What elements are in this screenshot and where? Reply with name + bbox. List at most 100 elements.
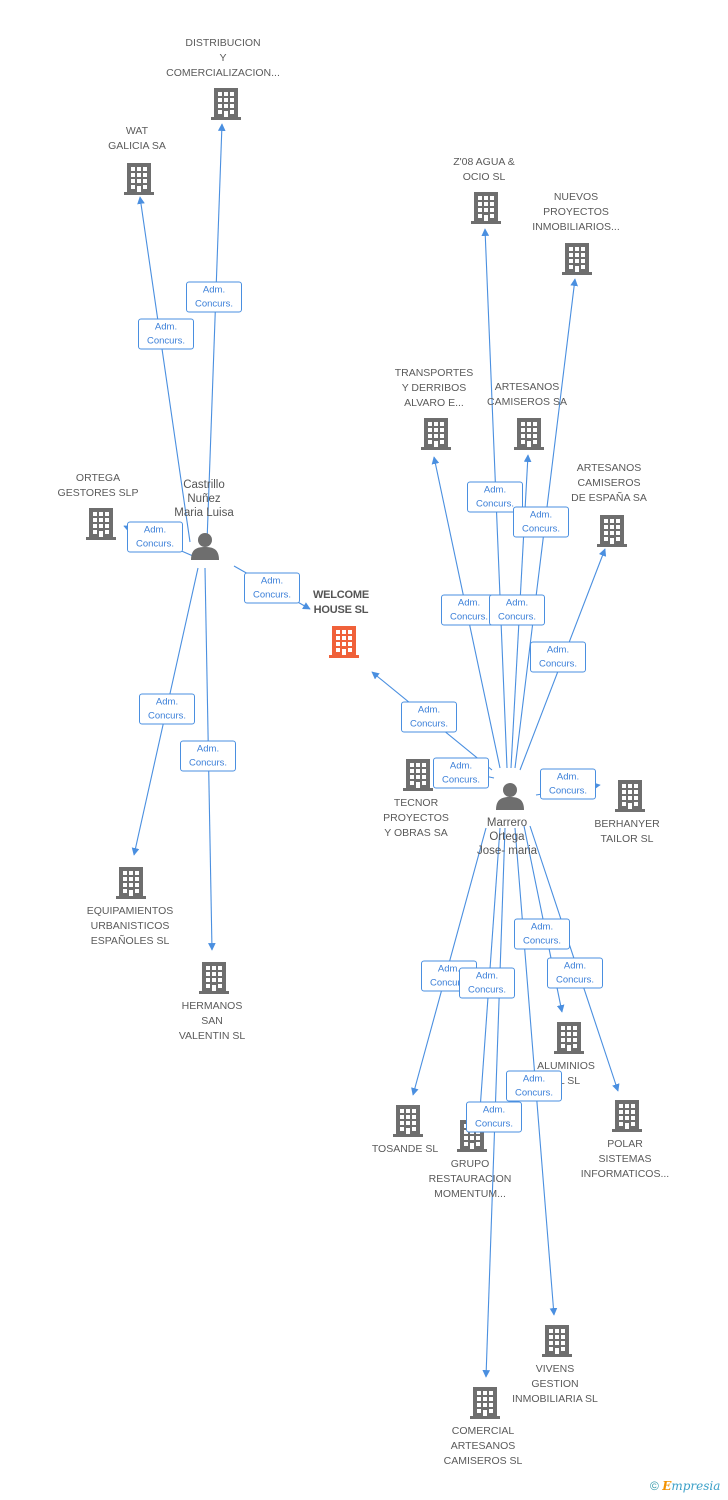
role-line-2: Concurs. (548, 785, 587, 797)
role-line-2: Concurs. (497, 611, 536, 623)
role-line-2: Concurs. (147, 710, 186, 722)
role-badge-welcome[interactable]: Adm. Concurs. (244, 572, 300, 604)
role-line-1: Adm. (202, 284, 226, 296)
role-badge-ortega_gestores[interactable]: Adm. Concurs. (127, 521, 183, 553)
role-line-2: Concurs. (474, 1118, 513, 1130)
building-icon-hermanos[interactable] (199, 962, 229, 994)
role-badge-aluminios[interactable]: Adm. Concurs. (514, 918, 570, 950)
person-icon-castrillo[interactable] (191, 533, 219, 560)
node-label-vivens[interactable]: VIVENS GESTION INMOBILIARIA SL (512, 1363, 598, 1405)
role-line-1: Adm. (505, 597, 529, 609)
node-label-nuevos[interactable]: NUEVOS PROYECTOS INMOBILIARIOS... (532, 191, 620, 233)
role-line-1: Adm. (530, 921, 554, 933)
nodes-layer (86, 88, 645, 1419)
node-label-comercial[interactable]: COMERCIAL ARTESANOS CAMISEROS SL (443, 1425, 523, 1467)
role-badge-berhanyer[interactable]: Adm. Concurs. (540, 768, 596, 800)
role-badge-comercial[interactable]: Adm. Concurs. (466, 1101, 522, 1133)
role-line-1: Adm. (143, 524, 167, 536)
role-line-1: Adm. (529, 509, 553, 521)
node-label-z08[interactable]: Z'08 AGUA & OCIO SL (453, 156, 515, 183)
role-badge-equipamientos[interactable]: Adm. Concurs. (139, 693, 195, 725)
role-line-1: Adm. (417, 704, 441, 716)
building-icon-welcome[interactable] (329, 626, 359, 658)
node-label-transportes[interactable]: TRANSPORTES Y DERRIBOS ALVARO E... (394, 367, 474, 409)
building-icon-artesanos_camiseros[interactable] (514, 418, 544, 450)
role-line-2: Concurs. (538, 658, 577, 670)
role-line-1: Adm. (196, 743, 220, 755)
role-line-2: Concurs. (135, 538, 174, 550)
node-label-artesanos_espana[interactable]: ARTESANOS CAMISEROS DE ESPAÑA SA (571, 462, 647, 504)
role-line-2: Concurs. (252, 589, 291, 601)
node-label-equipamientos[interactable]: EQUIPAMIENTOS URBANISTICOS ESPAÑOLES SL (86, 905, 174, 947)
node-label-hermanos[interactable]: HERMANOS SAN VALENTIN SL (178, 1000, 246, 1042)
building-icon-equipamientos[interactable] (116, 867, 146, 899)
edge-castrillo-to-wat (137, 196, 191, 543)
role-line-1: Adm. (563, 960, 587, 972)
role-line-2: Concurs. (521, 523, 560, 535)
node-label-distribucion[interactable]: DISTRIBUCION Y COMERCIALIZACION... (166, 37, 280, 79)
role-line-2: Concurs. (475, 498, 514, 510)
role-line-1: Adm. (482, 1104, 506, 1116)
role-badge-hermanos[interactable]: Adm. Concurs. (180, 740, 236, 772)
node-label-welcome[interactable]: WELCOME HOUSE SL (312, 589, 370, 616)
role-line-2: Concurs. (429, 977, 468, 989)
role-line-2: Concurs. (188, 757, 227, 769)
role-line-1: Adm. (483, 484, 507, 496)
role-line-2: Concurs. (522, 935, 561, 947)
role-badge-nuevos[interactable]: Adm. Concurs. (513, 506, 569, 538)
node-label-grupo[interactable]: GRUPO RESTAURACION MOMENTUM... (428, 1158, 512, 1200)
building-icon-nuevos[interactable] (562, 243, 592, 275)
building-icon-vivens[interactable] (542, 1325, 572, 1357)
building-icon-artesanos_espana[interactable] (597, 515, 627, 547)
role-line-2: Concurs. (146, 335, 185, 347)
node-label-ortega_gestores[interactable]: ORTEGA GESTORES SLP (57, 472, 139, 499)
role-badge-wat[interactable]: Adm.Concurs. (138, 318, 194, 350)
node-label-tecnor[interactable]: TECNOR PROYECTOS Y OBRAS SA (383, 797, 449, 839)
role-badge-polar[interactable]: Adm. Concurs. (547, 957, 603, 989)
node-label-artesanos_camiseros[interactable]: ARTESANOS CAMISEROS SA (487, 381, 567, 408)
role-line-2: Concurs. (409, 718, 448, 730)
building-icon-transportes[interactable] (421, 418, 451, 450)
role-line-2: Concurs. (449, 611, 488, 623)
person-icon-marrero[interactable] (496, 783, 524, 810)
role-line-2: Concurs. (194, 298, 233, 310)
copyright-symbol: © (650, 1479, 659, 1493)
building-icon-wat[interactable] (124, 163, 154, 195)
building-icon-polar[interactable] (612, 1100, 642, 1132)
role-badge-tecnor[interactable]: Adm. Concurs. (433, 757, 489, 789)
role-line-1: Adm. (457, 597, 481, 609)
role-badge-grupo[interactable]: Adm. Concurs. (459, 967, 515, 999)
role-line-2: Concurs. (555, 974, 594, 986)
role-line-1: Adm. (437, 963, 461, 975)
role-line-1: Adm. (260, 575, 284, 587)
role-line-2: Concurs. (514, 1087, 553, 1099)
building-icon-distribucion[interactable] (211, 88, 241, 120)
building-icon-z08[interactable] (471, 192, 501, 224)
role-badge-artesanos_camiseros[interactable]: Adm. Concurs. (489, 594, 545, 626)
role-badge-welcome[interactable]: Adm. Concurs. (401, 701, 457, 733)
role-line-2: Concurs. (467, 984, 506, 996)
role-line-1: Adm. (449, 760, 473, 772)
role-line-1: Adm. (546, 644, 570, 656)
role-line-1: Adm. (155, 696, 179, 708)
role-badge-artesanos_espana[interactable]: Adm. Concurs. (530, 641, 586, 673)
node-label-tosande[interactable]: TOSANDE SL (371, 1143, 439, 1155)
role-line-1: Adm. (522, 1073, 546, 1085)
role-line-1: Adm. (475, 970, 499, 982)
building-icon-berhanyer[interactable] (615, 780, 645, 812)
node-label-marrero[interactable]: Marrero Ortega Jose- maria (476, 817, 538, 857)
node-label-wat[interactable]: WAT GALICIA SA (108, 125, 166, 152)
building-icon-tecnor[interactable] (403, 759, 433, 791)
node-label-berhanyer[interactable]: BERHANYER TAILOR SL (594, 818, 660, 845)
node-label-castrillo[interactable]: Castrillo Nuñez Maria Luisa (174, 479, 234, 519)
building-icon-ortega_gestores[interactable] (86, 508, 116, 540)
role-badge-distribucion[interactable]: Adm. Concurs. (186, 281, 242, 313)
role-badge-vivens[interactable]: Adm. Concurs. (506, 1070, 562, 1102)
role-line-2: Concurs. (441, 774, 480, 786)
building-icon-tosande[interactable] (393, 1105, 423, 1137)
empresia-logo[interactable]: © Empresia (650, 1479, 720, 1493)
role-badge-z08[interactable]: Adm. Concurs. (467, 481, 523, 513)
building-icon-aluminios[interactable] (554, 1022, 584, 1054)
node-label-polar[interactable]: POLAR SISTEMAS INFORMATICOS... (580, 1138, 670, 1180)
role-line-1: Adm. (556, 771, 580, 783)
